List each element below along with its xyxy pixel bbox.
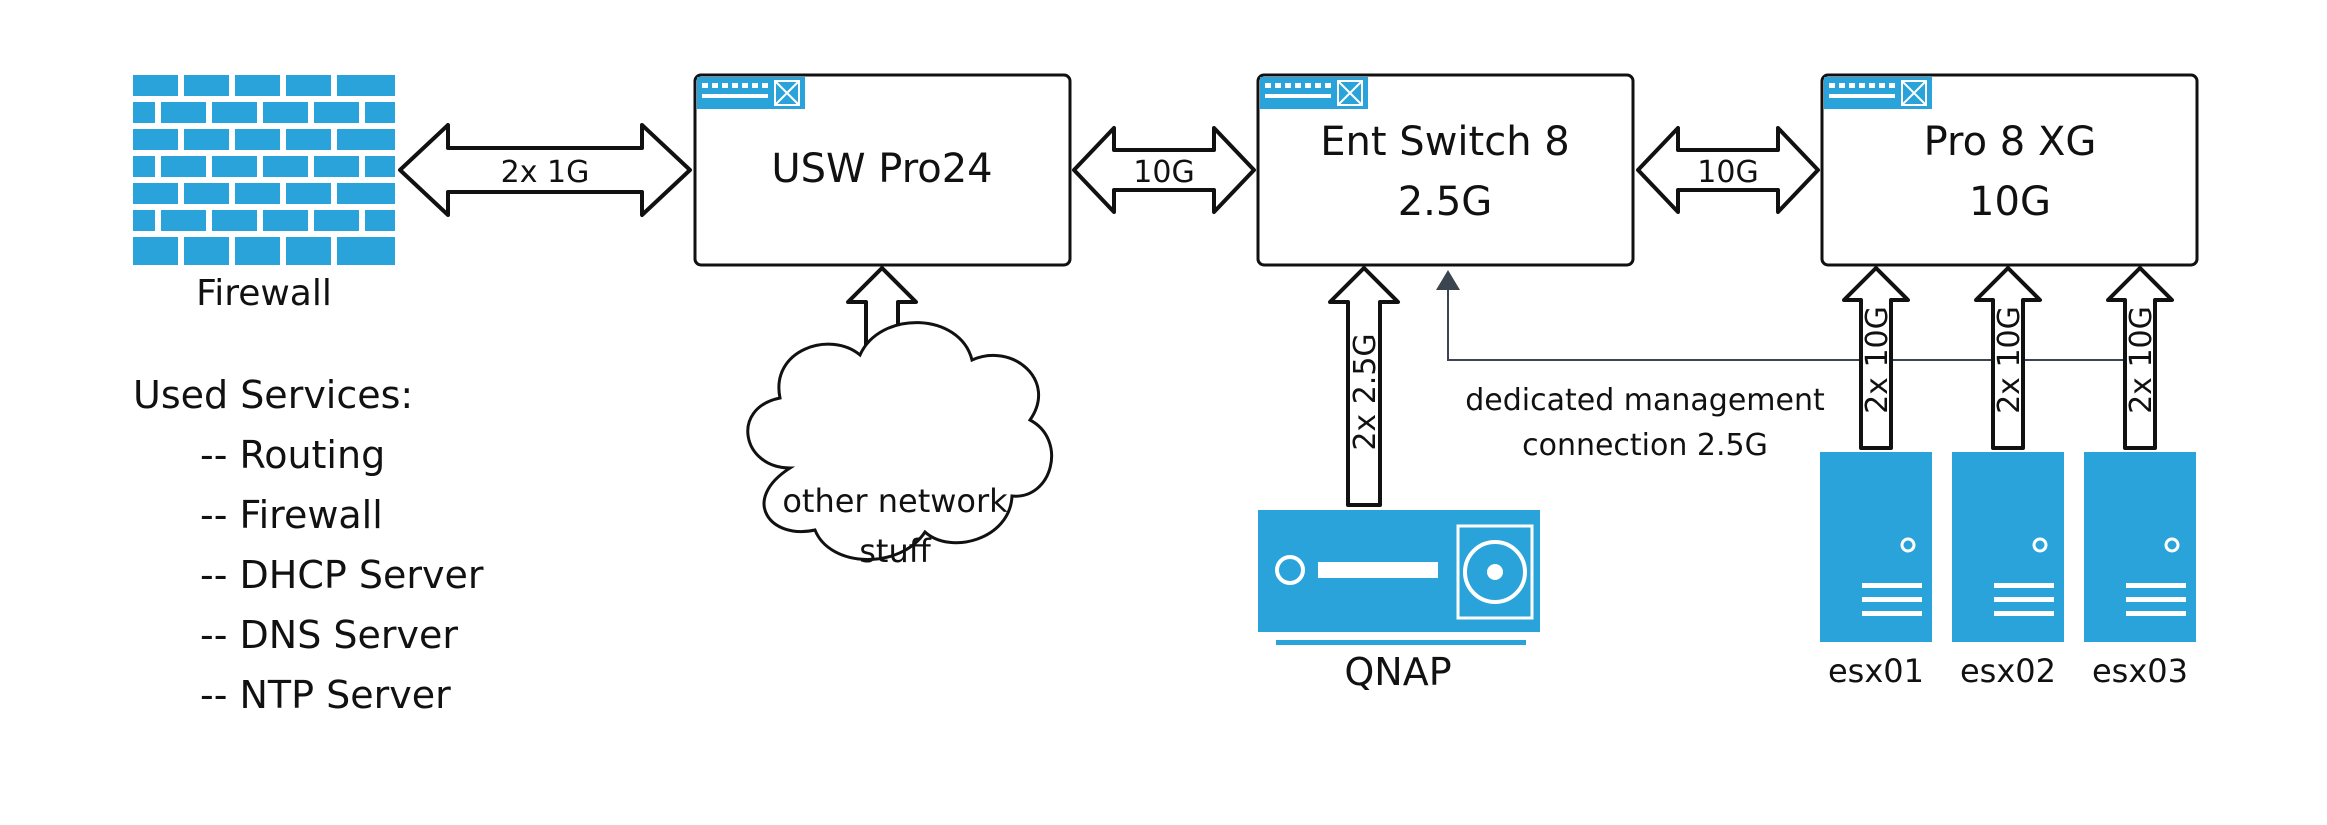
link-label: 2x 2.5G	[1348, 333, 1383, 450]
link-qnap-ent: 2x 2.5G	[1328, 266, 1400, 507]
services-list: Used Services: -- Routing -- Firewall --…	[133, 373, 484, 717]
switch-label: Pro 8 XG	[1924, 119, 2097, 165]
link-label: 2x 10G	[2124, 306, 2159, 414]
firewall-icon	[133, 75, 395, 265]
link-firewall-usw: 2x 1G	[398, 123, 692, 217]
link-usw-ent: 10G	[1072, 126, 1256, 214]
services-title: Used Services:	[133, 373, 413, 417]
link-label: 10G	[1697, 155, 1758, 190]
service-item: -- Routing	[200, 433, 385, 477]
link-label: 10G	[1133, 155, 1194, 190]
management-label: dedicated management	[1465, 383, 1825, 418]
management-connection: dedicated management connection 2.5G	[1436, 270, 2125, 463]
switch-icon	[1824, 77, 1932, 109]
link-label: 2x 1G	[501, 155, 590, 190]
service-item: -- Firewall	[200, 493, 383, 537]
server-esx03-icon	[2084, 452, 2196, 642]
switch-icon	[697, 77, 805, 109]
server-esx02-icon	[1952, 452, 2064, 642]
management-label: connection 2.5G	[1522, 428, 1768, 463]
service-item: -- DNS Server	[200, 613, 458, 657]
link-esx01-pro: 2x 10G	[1842, 266, 1910, 450]
switch-label: Ent Switch 8	[1320, 119, 1569, 165]
service-item: -- NTP Server	[200, 673, 451, 717]
link-esx02-pro: 2x 10G	[1974, 266, 2042, 450]
switch-speed: 10G	[1969, 179, 2051, 225]
server-label: esx02	[1960, 652, 2056, 690]
cloud-icon: other network stuff	[746, 321, 1054, 570]
service-item: -- DHCP Server	[200, 553, 484, 597]
cloud-label: other network	[782, 482, 1008, 520]
switch-icon	[1260, 77, 1368, 109]
switch-ent-8: Ent Switch 8 2.5G	[1256, 73, 1635, 267]
switch-speed: 2.5G	[1398, 179, 1493, 225]
qnap-nas-icon	[1258, 510, 1540, 645]
switch-usw-pro24: USW Pro24	[693, 73, 1072, 267]
cloud-label: stuff	[859, 532, 932, 570]
link-label: 2x 10G	[1992, 306, 2027, 414]
server-label: esx03	[2092, 652, 2188, 690]
link-ent-pro: 10G	[1636, 126, 1820, 214]
switch-label: USW Pro24	[771, 146, 992, 192]
switch-pro-8-xg: Pro 8 XG 10G	[1820, 73, 2199, 267]
link-esx03-pro: 2x 10G	[2106, 266, 2174, 450]
link-label: 2x 10G	[1860, 306, 1895, 414]
firewall-label: Firewall	[196, 273, 332, 314]
server-esx01-icon	[1820, 452, 1932, 642]
server-label: esx01	[1828, 652, 1924, 690]
qnap-label: QNAP	[1344, 650, 1451, 694]
